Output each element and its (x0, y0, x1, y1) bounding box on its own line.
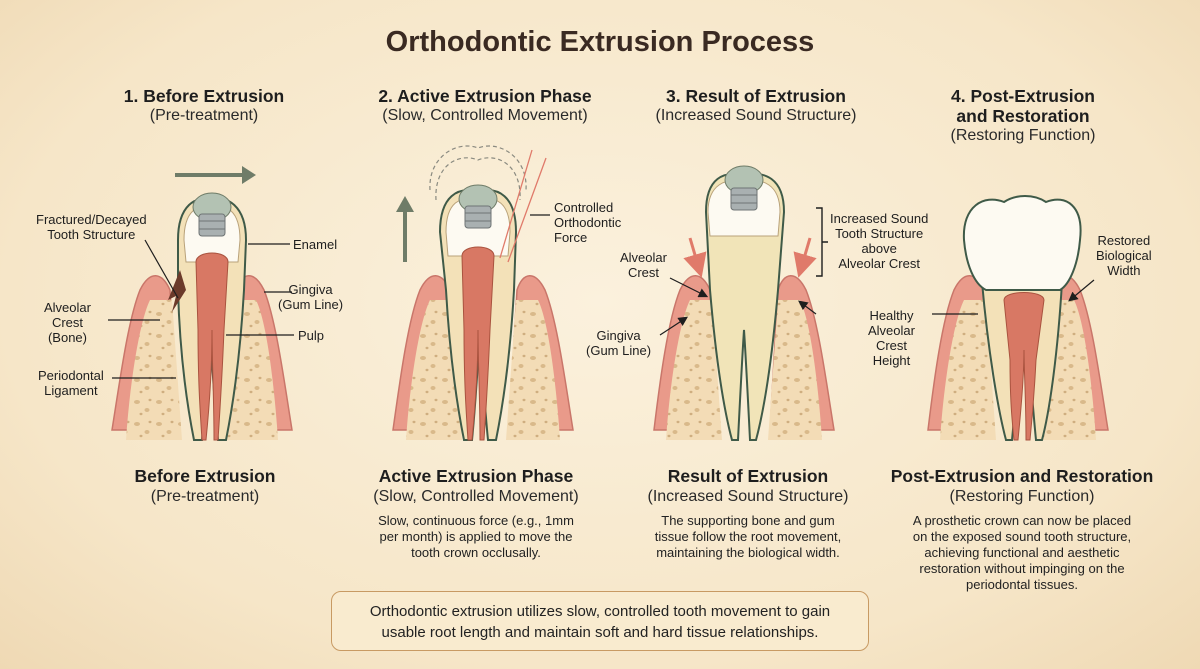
stage-2-title: 2. Active Extrusion Phase (378, 86, 592, 106)
stage-1-caption-title: Before Extrusion (134, 466, 276, 486)
stage-3-gingiva-label: Gingiva (Gum Line) (586, 328, 652, 358)
stage-2-caption-title: Active Extrusion Phase (378, 466, 574, 486)
stage-2-tooth-illustration (392, 145, 574, 441)
stage-4-caption: Post-Extrusion and Restoration (Restorin… (877, 466, 1167, 593)
stage-1-subtitle: (Pre-treatment) (149, 107, 259, 124)
gingiva-label: Gingiva (Gum Line) (278, 282, 344, 312)
fractured-structure-label: Fractured/Decayed Tooth Structure (36, 212, 147, 242)
stage-2-caption-subtitle: (Slow, Controlled Movement) (373, 488, 579, 505)
pulp-label: Pulp (298, 328, 325, 343)
periodontal-ligament-label: Periodontal Ligament (38, 368, 104, 398)
stage-1-caption: Before Extrusion (Pre-treatment) (60, 466, 350, 507)
healthy-crest-height-label: Healthy Alveolar Crest Height (868, 308, 915, 368)
controlled-force-label: Controlled Orthodontic Force (554, 200, 622, 245)
stage-3-description: The supporting bone and gum tissue follo… (654, 513, 842, 560)
stage-1-tooth-illustration (108, 166, 294, 441)
stage-4-caption-subtitle: (Restoring Function) (949, 488, 1095, 505)
summary-box: Orthodontic extrusion utilizes slow, con… (331, 591, 869, 651)
stage-1-title: 1. Before Extrusion (123, 86, 285, 106)
stage-3-title: 3. Result of Extrusion (666, 86, 846, 106)
stage-4-tooth-illustration (927, 195, 1109, 441)
restored-biological-width-label: Restored Biological Width (1096, 233, 1152, 278)
increased-structure-label: Increased Sound Tooth Structure above Al… (830, 211, 929, 271)
stage-2-subtitle: (Slow, Controlled Movement) (382, 107, 588, 124)
stage-3-caption-title: Result of Extrusion (667, 466, 829, 486)
stage-1-caption-subtitle: (Pre-treatment) (150, 488, 260, 505)
stage-3-subtitle: (Increased Sound Structure) (655, 107, 857, 124)
enamel-label: Enamel (293, 237, 338, 252)
alveolar-crest-label: Alveolar Crest (Bone) (44, 300, 91, 345)
stage-2-heading: 2. Active Extrusion Phase (Slow, Control… (345, 86, 625, 126)
stage-3-tooth-illustration (653, 165, 835, 441)
stage-2-caption: Active Extrusion Phase (Slow, Controlled… (331, 466, 621, 561)
stage-2-description: Slow, continuous force (e.g., 1mm per mo… (378, 513, 574, 560)
stage-1-heading: 1. Before Extrusion (Pre-treatment) (64, 86, 344, 126)
stage-3-alveolar-crest-label: Alveolar Crest (620, 250, 667, 280)
stage-4-subtitle: (Restoring Function) (950, 127, 1096, 144)
stage-3-caption: Result of Extrusion (Increased Sound Str… (603, 466, 893, 561)
stage-4-description: A prosthetic crown can now be placed on … (912, 513, 1132, 592)
stage-4-heading: 4. Post-Extrusion and Restoration (Resto… (883, 86, 1163, 146)
stage-4-caption-title: Post-Extrusion and Restoration (890, 466, 1154, 486)
page-title: Orthodontic Extrusion Process (385, 26, 815, 58)
stage-4-title: 4. Post-Extrusion and Restoration (951, 86, 1095, 126)
stage-3-caption-subtitle: (Increased Sound Structure) (647, 488, 849, 505)
stage-3-heading: 3. Result of Extrusion (Increased Sound … (616, 86, 896, 126)
